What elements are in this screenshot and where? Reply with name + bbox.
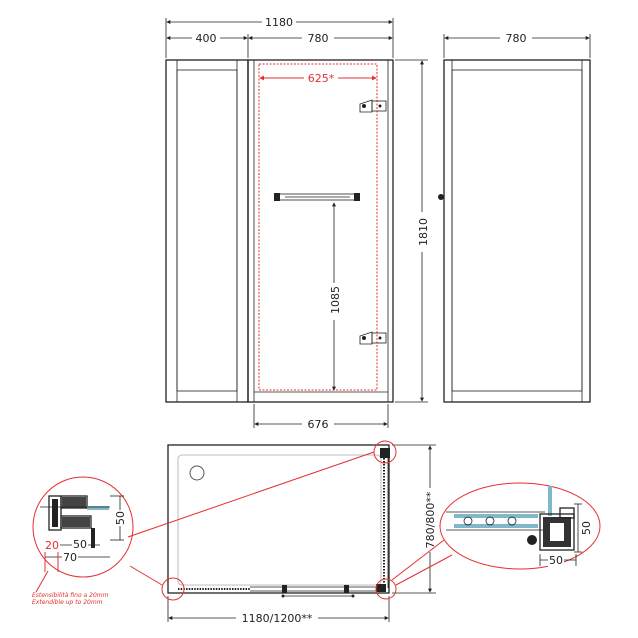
side-panel-glass	[451, 69, 583, 392]
dim-total-width-label: 1180	[265, 16, 293, 29]
dim-plan-depth: 780/800**	[392, 444, 437, 594]
dim-fixed-panel: 400	[166, 32, 249, 58]
dim-handle-height-label: 1085	[329, 286, 342, 314]
door-frame	[247, 59, 394, 403]
label-backing	[240, 612, 314, 625]
dim-door-opening: 625*	[259, 72, 377, 85]
drain-icon	[189, 465, 205, 481]
detail-left-dim-50: 50	[73, 538, 87, 551]
handle-bar	[274, 193, 360, 201]
label-backing	[114, 510, 127, 526]
label-backing	[580, 520, 593, 536]
label-backing	[548, 554, 564, 567]
detail-right-dim-50-vertical: 50	[580, 521, 593, 535]
label-backing	[44, 539, 60, 552]
detail-left-note-it: Estensibilità fino a 20mm	[32, 592, 109, 599]
detail-right: 50 50	[439, 482, 601, 570]
detail-left-circle	[32, 476, 134, 578]
label-backing	[306, 32, 330, 45]
front-view: 1180 400 780 625*	[165, 16, 430, 431]
dim-handle-height: 1085	[329, 202, 342, 391]
dim-door-opening-label: 625*	[308, 72, 335, 85]
label-backing	[72, 538, 88, 551]
dim-side-width-label: 780	[506, 32, 527, 45]
door-opening-outline	[258, 63, 378, 391]
dim-height: 1810	[395, 59, 430, 403]
detail-left-note-en: Extendible up to 20mm	[32, 599, 103, 606]
side-panel-frame	[443, 59, 591, 403]
label-backing	[417, 217, 430, 247]
detail-right-ellipse	[439, 482, 601, 570]
label-backing	[424, 490, 437, 550]
detail-left-dim-50-vertical: 50	[114, 511, 127, 525]
detail-left: 50 50 70 20 Estensibilità fino a 20mm Ex…	[32, 476, 134, 606]
label-backing	[264, 16, 294, 29]
dim-bottom-width-label: 676	[308, 418, 329, 431]
dim-side-width: 780	[443, 32, 591, 58]
label-backing	[62, 551, 78, 564]
dim-door-width-label: 780	[308, 32, 329, 45]
dim-bottom-width: 676	[253, 404, 389, 431]
label-backing	[306, 72, 336, 85]
detail-left-dim-20: 20	[45, 539, 59, 552]
dim-fixed-panel-label: 400	[196, 32, 217, 45]
dim-plan-depth-label: 780/800**	[424, 491, 437, 548]
fixed-panel-glass	[176, 69, 238, 392]
plan-view: 780/800** 1180/1200**	[127, 440, 453, 625]
label-backing	[329, 285, 342, 315]
label-backing	[504, 32, 528, 45]
dim-total-width: 1180	[165, 16, 394, 58]
side-knob	[438, 194, 444, 200]
detail-left-dim-70: 70	[63, 551, 77, 564]
dim-plan-width-label: 1180/1200**	[242, 612, 313, 625]
dim-height-label: 1810	[417, 218, 430, 246]
shower-tray	[167, 444, 390, 594]
hinge-top	[359, 99, 387, 113]
hinge-bottom	[359, 331, 387, 345]
label-backing	[194, 32, 218, 45]
callout-circle-left	[161, 577, 185, 601]
fixed-panel-frame	[165, 59, 249, 403]
detail-right-dim-50: 50	[549, 554, 563, 567]
side-view: 780	[438, 32, 591, 403]
dim-door-width: 780	[248, 32, 393, 45]
label-backing	[306, 418, 330, 431]
callout-circle-bottom-right	[375, 578, 397, 600]
dim-plan-width: 1180/1200**	[167, 596, 390, 625]
